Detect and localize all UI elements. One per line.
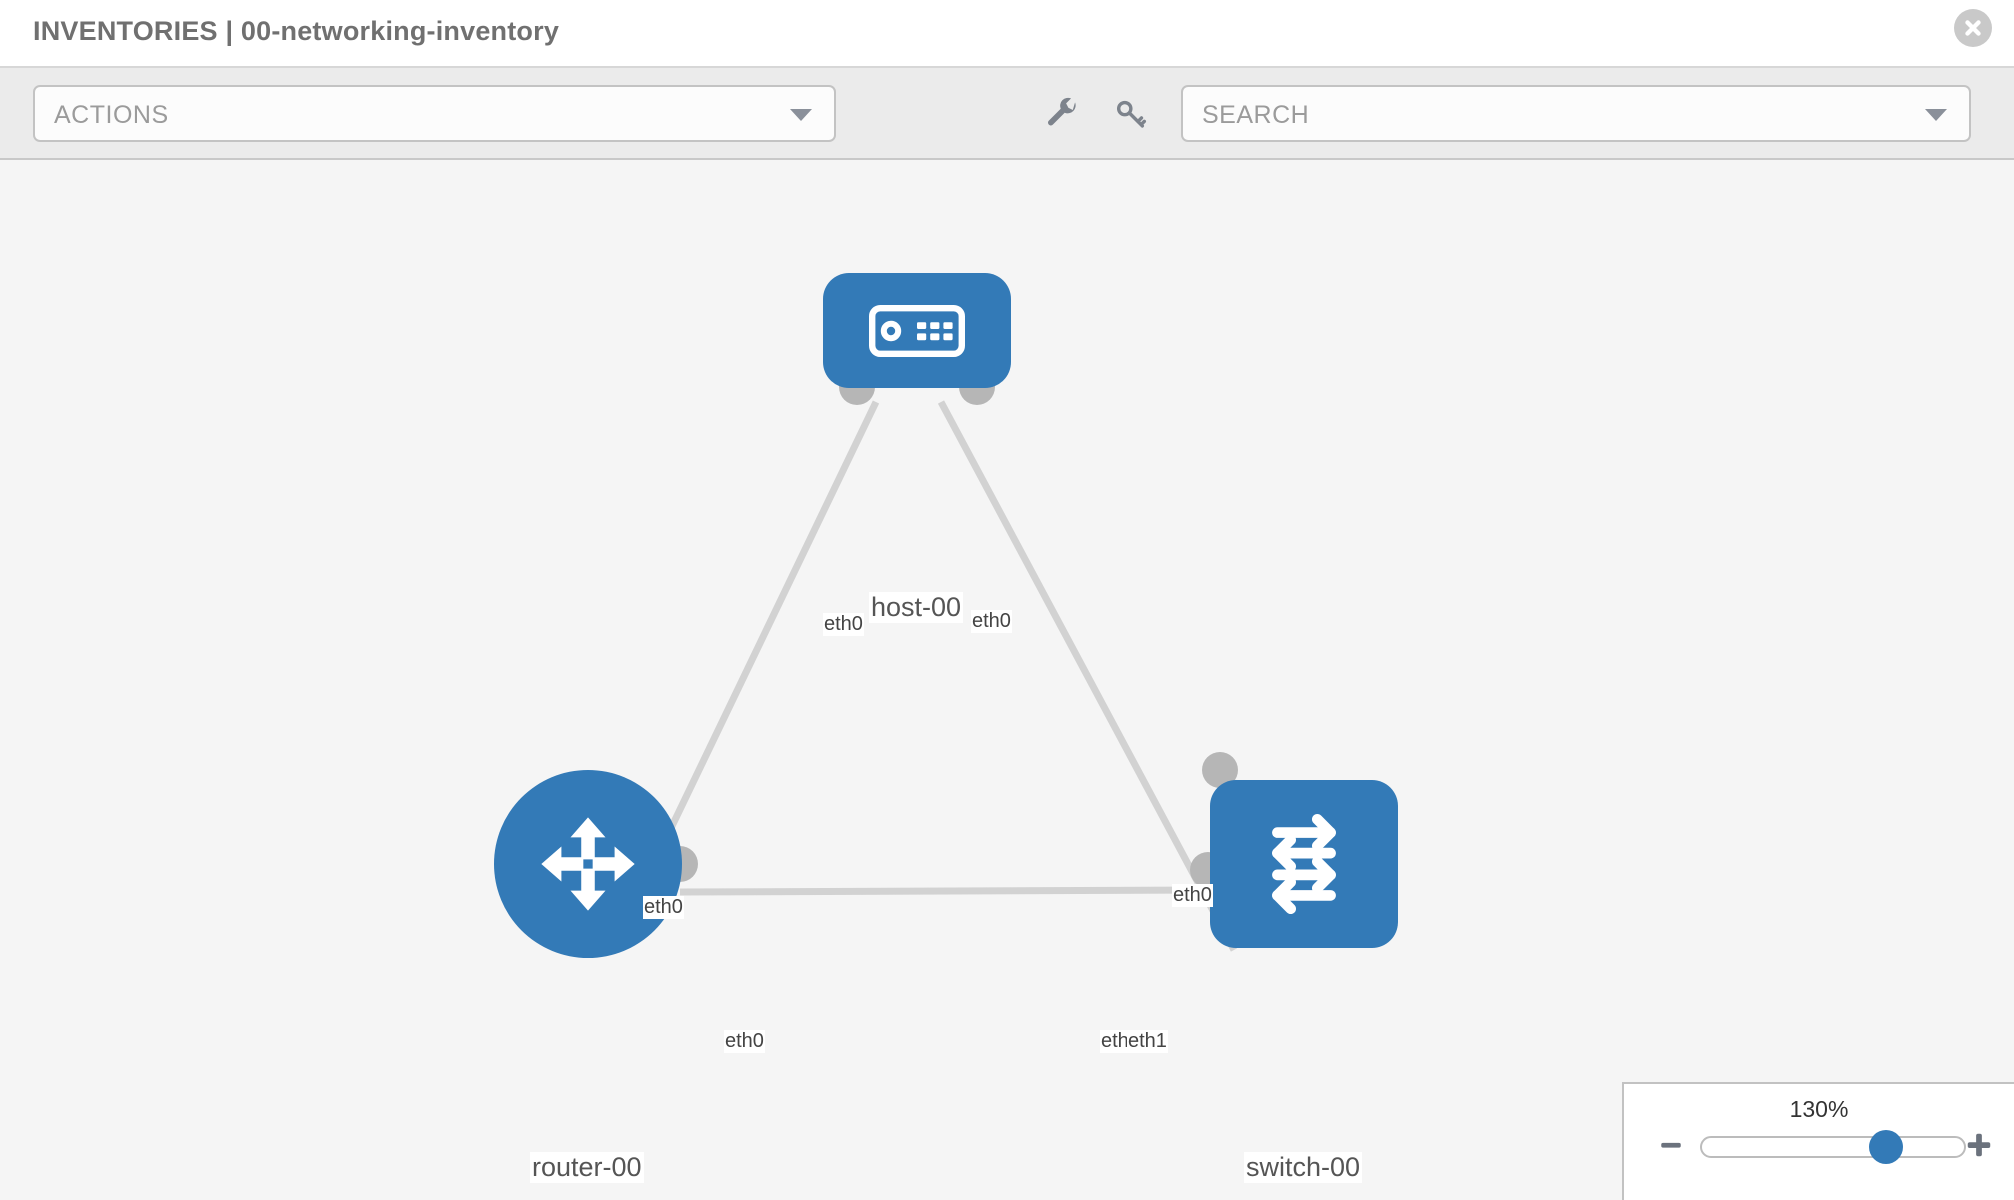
actions-dropdown-label: ACTIONS — [54, 101, 169, 129]
link-router00-switch00 — [679, 886, 1213, 896]
iface-label-host-left: eth0 — [823, 613, 864, 636]
close-icon[interactable] — [1954, 9, 1992, 47]
iface-label-router-right: eth0 — [724, 1030, 765, 1053]
wrench-icon[interactable] — [1037, 88, 1089, 140]
key-icon[interactable] — [1105, 88, 1157, 140]
toolbar: ACTIONS SEARCH — [0, 68, 2014, 160]
iface-label-switch-left-a: eth — [1100, 1030, 1130, 1053]
node-label-router-00: router-00 — [530, 1152, 644, 1184]
iface-label-host-right: eth0 — [971, 610, 1012, 633]
minus-icon — [1661, 1142, 1681, 1148]
switch-icon — [1272, 813, 1336, 915]
zoom-out-button[interactable] — [1654, 1128, 1688, 1162]
iface-label-switch-left-b: eth1 — [1127, 1030, 1168, 1053]
iface-label-router-up: eth0 — [643, 896, 684, 919]
search-input[interactable]: SEARCH — [1181, 85, 1971, 142]
node-label-switch-00: switch-00 — [1244, 1152, 1363, 1184]
server-icon — [869, 304, 965, 357]
switch-node-shape — [1210, 780, 1398, 948]
zoom-percent-label: 130% — [1789, 1096, 1849, 1122]
link-host00-switch00 — [937, 400, 1238, 952]
chevron-down-icon — [790, 108, 812, 121]
iface-label-switch-up: eth0 — [1172, 884, 1213, 907]
router-node-shape — [494, 770, 682, 958]
chevron-down-icon — [1925, 108, 1947, 121]
plus-icon — [1967, 1133, 1991, 1157]
router-icon — [541, 817, 635, 911]
zoom-slider[interactable] — [1700, 1130, 1966, 1164]
zoom-in-button[interactable] — [1962, 1128, 1996, 1162]
topology-links — [644, 400, 1238, 952]
topology-canvas[interactable]: eth0 host-00 eth0 — [0, 160, 2014, 1200]
node-host-00[interactable] — [823, 273, 1011, 405]
node-label-host-00: host-00 — [869, 592, 964, 624]
zoom-slider-thumb[interactable] — [1869, 1130, 1903, 1164]
node-router-00[interactable] — [494, 770, 698, 958]
zoom-control-panel: 130% — [1622, 1082, 2014, 1200]
page-header: INVENTORIES | 00-networking-inventory — [0, 0, 2014, 68]
node-switch-00[interactable] — [1190, 752, 1398, 948]
actions-dropdown[interactable]: ACTIONS — [33, 85, 836, 142]
search-placeholder: SEARCH — [1202, 101, 1310, 129]
host-node-shape — [823, 273, 1011, 388]
link-router00-host00 — [644, 400, 880, 878]
page-title: INVENTORIES | 00-networking-inventory — [33, 16, 560, 46]
